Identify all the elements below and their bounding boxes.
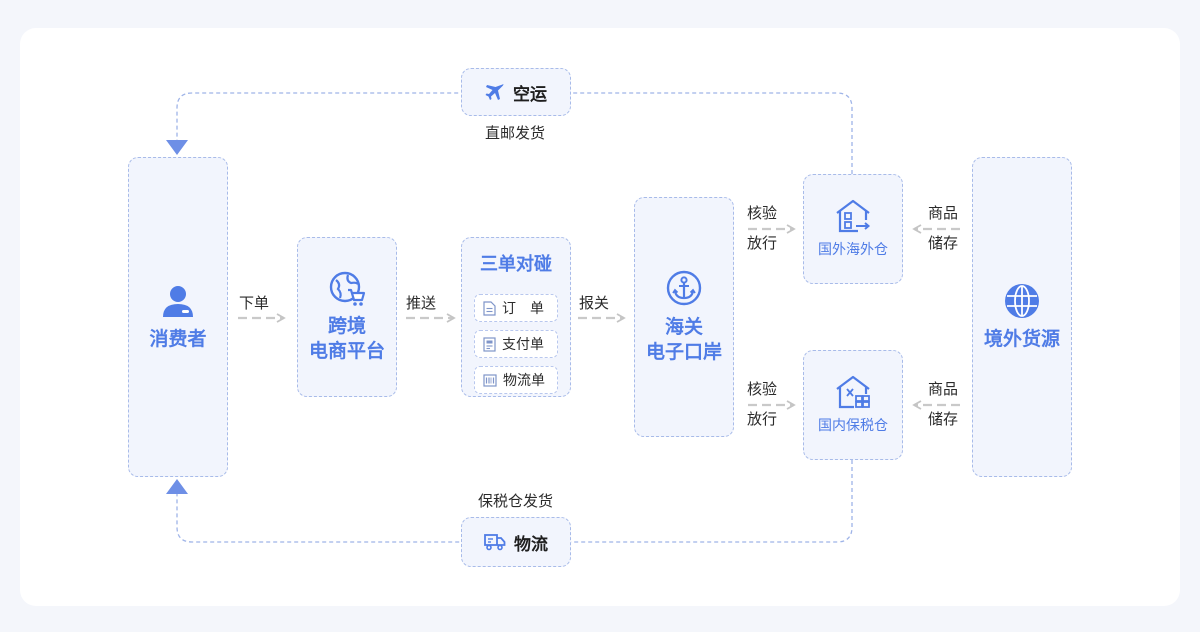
store-top-label-2: 储存 [928,234,959,252]
reconcile-item-order: 订 单 [474,294,558,322]
consumer-node: 消费者 [128,157,228,477]
inspect-top-label-2: 放行 [747,234,778,252]
overseas-warehouse-node: 国外海外仓 [803,174,903,284]
source-label: 境外货源 [983,327,1060,350]
globe-cart-icon [329,271,366,306]
customs-label-line1: 海关 [664,316,703,338]
logistics-route-caption: 保税仓发货 [478,492,554,510]
globe-icon [1005,283,1039,318]
warehouse-export-icon [836,199,871,233]
reconcile-item-label: 支付单 [502,337,544,353]
barcode-icon [483,373,497,387]
reconcile-item-payment: 支付单 [474,330,558,358]
logistics-route-label: 物流 [514,534,548,555]
reconcile-item-logistics: 物流单 [474,366,558,394]
platform-label-line2: 电商平台 [308,340,385,362]
source-node: 境外货源 [972,157,1072,477]
inspect-bottom-label-2: 放行 [747,410,778,428]
overseas-warehouse-label: 国外海外仓 [818,242,888,258]
warehouse-boxes-icon [836,375,870,409]
declare-label: 报关 [579,294,610,312]
airplane-icon [485,83,504,100]
air-route-pill: 空运 [461,68,571,116]
customs-node: 海关 电子口岸 [634,197,734,437]
platform-node: 跨境 电商平台 [297,237,397,397]
reconcile-item-label: 物流单 [503,373,545,389]
anchor-icon [666,270,702,306]
air-route-label: 空运 [513,84,547,105]
store-bottom-label-2: 储存 [928,410,959,428]
bonded-warehouse-node: 国内保税仓 [803,350,903,460]
reconcile-node: 三单对碰 订 单 支付单 物流单 [461,237,571,397]
air-route-line [176,92,853,174]
push-label: 推送 [406,294,437,312]
inspect-bottom-label-1: 核验 [747,380,778,398]
order-label: 下单 [239,294,270,312]
store-top-label-1: 商品 [928,204,959,222]
store-bottom-label-1: 商品 [928,380,959,398]
user-icon [163,285,193,317]
reconcile-title: 三单对碰 [480,254,552,275]
platform-label-line1: 跨境 [327,315,366,337]
logistics-route-arrowhead [166,479,188,494]
receipt-icon [483,336,496,352]
consumer-label: 消费者 [149,327,207,350]
inspect-top-label-1: 核验 [747,204,778,222]
air-route-arrowhead [166,140,188,155]
reconcile-item-label: 订 单 [502,301,544,317]
air-route-caption: 直邮发货 [485,124,546,142]
truck-icon [484,534,506,551]
bonded-warehouse-label: 国内保税仓 [818,418,888,434]
logistics-route-pill: 物流 [461,517,571,567]
document-icon [483,300,496,316]
customs-label-line2: 电子口岸 [645,341,722,363]
